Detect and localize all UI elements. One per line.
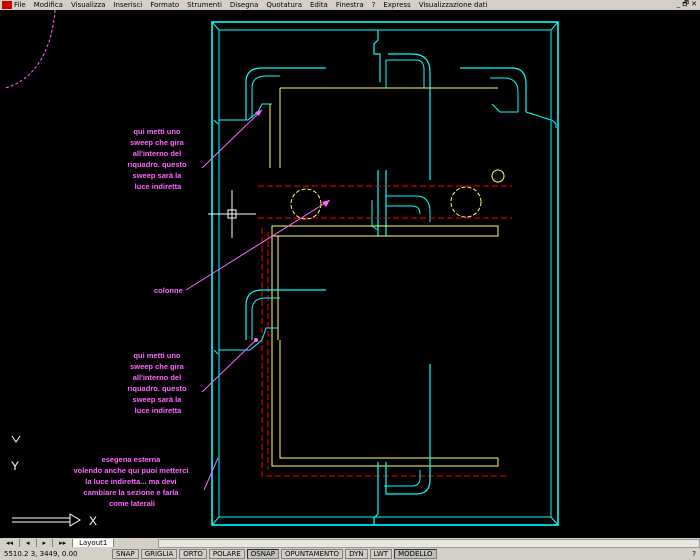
column-left (290, 188, 322, 220)
column-right (450, 186, 482, 218)
toggle-lwt[interactable]: LWT (369, 549, 393, 559)
toggle-opuntamento[interactable]: OPUNTAMENTO (280, 549, 344, 559)
menu-edita[interactable]: Edita (310, 1, 328, 9)
leader-4 (203, 457, 219, 491)
tab-last[interactable]: ▸▸ (53, 539, 74, 547)
menu-strumenti[interactable]: Strumenti (187, 1, 222, 9)
drawing-canvas[interactable]: qui metti uno sweep che gira all'interno… (0, 9, 700, 538)
menu-disegna[interactable]: Disegna (229, 1, 259, 9)
tab-next[interactable]: ▸ (37, 539, 54, 547)
menu-inserisci[interactable]: Inserisci (113, 1, 143, 9)
yellow-mid-rail (271, 225, 499, 237)
leader-2 (185, 199, 331, 291)
tab-first[interactable]: ◂◂ (0, 539, 21, 547)
top-left-profile (245, 67, 326, 120)
menu-finestra[interactable]: Finestra (335, 1, 364, 9)
toggle-snap[interactable]: SNAP (112, 549, 139, 559)
crosshair (208, 190, 256, 238)
cad-drawing: qui metti uno sweep che gira all'interno… (4, 9, 559, 528)
toggle-polare[interactable]: POLARE (208, 549, 245, 559)
red-dashed-outline (261, 228, 508, 477)
coordinate-readout: 5510.2 3, 3449, 0.00 (4, 550, 78, 558)
ucs-y-label: Y (11, 459, 19, 473)
menu-visualizza[interactable]: Visualizza (70, 1, 106, 9)
horizontal-scrollbar[interactable] (158, 538, 700, 548)
status-bar: 5510.2 3, 3449, 0.00 SNAP GRIGLIA ORTO P… (0, 548, 700, 560)
ucs-icon (11, 435, 81, 527)
note-3: qui metti uno sweep che gira all'interno… (127, 351, 188, 415)
tab-prev[interactable]: ◂ (20, 539, 37, 547)
leader-3 (201, 339, 257, 393)
toggle-modello[interactable]: MODELLO (394, 549, 437, 559)
menu-visualizzazione-dati[interactable]: Visualizzazione dati (418, 1, 488, 9)
magenta-arc (4, 9, 56, 89)
toggle-dyn[interactable]: DYN (345, 549, 368, 559)
note-4: esegena esterna volendo anche qui puoi m… (73, 455, 190, 508)
status-tray-icon[interactable]: ? (692, 550, 696, 558)
menu-help[interactable]: ? (371, 1, 376, 9)
mid-left-profile (245, 289, 326, 340)
center-cross-profile (377, 170, 387, 236)
menu-formato[interactable]: Formato (150, 1, 180, 9)
inner-frame (218, 29, 552, 518)
top-right-profile (460, 67, 527, 112)
autocad-app-icon[interactable] (2, 1, 12, 9)
window-controls[interactable]: _ 🗗 ✕ (676, 0, 697, 8)
toggle-osnap[interactable]: OSNAP (246, 549, 279, 559)
outer-frame (211, 21, 559, 526)
menu-bar: File Modifica Visualizza Inserisci Forma… (0, 0, 700, 10)
tab-layout1[interactable]: Layout1 (73, 539, 115, 547)
toggle-orto[interactable]: ORTO (179, 549, 207, 559)
toggle-griglia[interactable]: GRIGLIA (140, 549, 178, 559)
bottom-center-profile (373, 364, 431, 525)
ucs-x-label: X (89, 514, 97, 528)
note-columns: colonne (154, 286, 183, 295)
menu-modifica[interactable]: Modifica (33, 1, 63, 9)
menu-file[interactable]: File (14, 1, 26, 9)
menu-quotatura[interactable]: Quotatura (266, 1, 302, 9)
layout-tabs: ◂◂ ◂ ▸ ▸▸ Layout1 (0, 538, 700, 548)
menu-express[interactable]: Express (383, 1, 411, 9)
leader-1 (201, 109, 263, 169)
note-1: qui metti uno sweep che gira all'interno… (127, 127, 188, 191)
top-center-profile (373, 30, 431, 180)
